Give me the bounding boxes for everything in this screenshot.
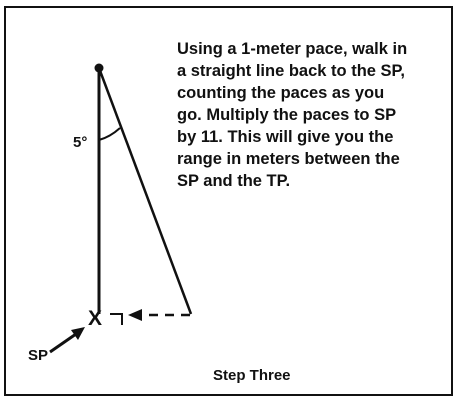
instructions-text: Using a 1-meter pace, walk in a straight… [177,38,447,192]
instruction-line: a straight line back to the SP, [177,62,406,80]
instruction-line: SP and the TP. [177,172,291,190]
walk-back-arrowhead [128,309,142,321]
sp-pointer-arrowhead [71,327,85,340]
instruction-line: Using a 1-meter pace, walk in [177,40,408,58]
instruction-line: range in meters between the [177,150,400,168]
sp-label: SP [28,347,49,364]
instruction-line: go. Multiply the paces to SP [177,106,397,124]
right-angle-marker [110,313,123,325]
instruction-line: by 11. This will give you the [177,128,394,146]
step-caption: Step Three [213,367,291,384]
target-point-dot [94,63,104,73]
start-point-x-marker: X [88,307,102,330]
sp-pointer-line [49,332,77,354]
instruction-line: counting the paces as you [177,84,385,102]
hypotenuse-line [97,67,193,315]
angle-arc [98,127,121,141]
angle-label: 5° [73,134,88,151]
